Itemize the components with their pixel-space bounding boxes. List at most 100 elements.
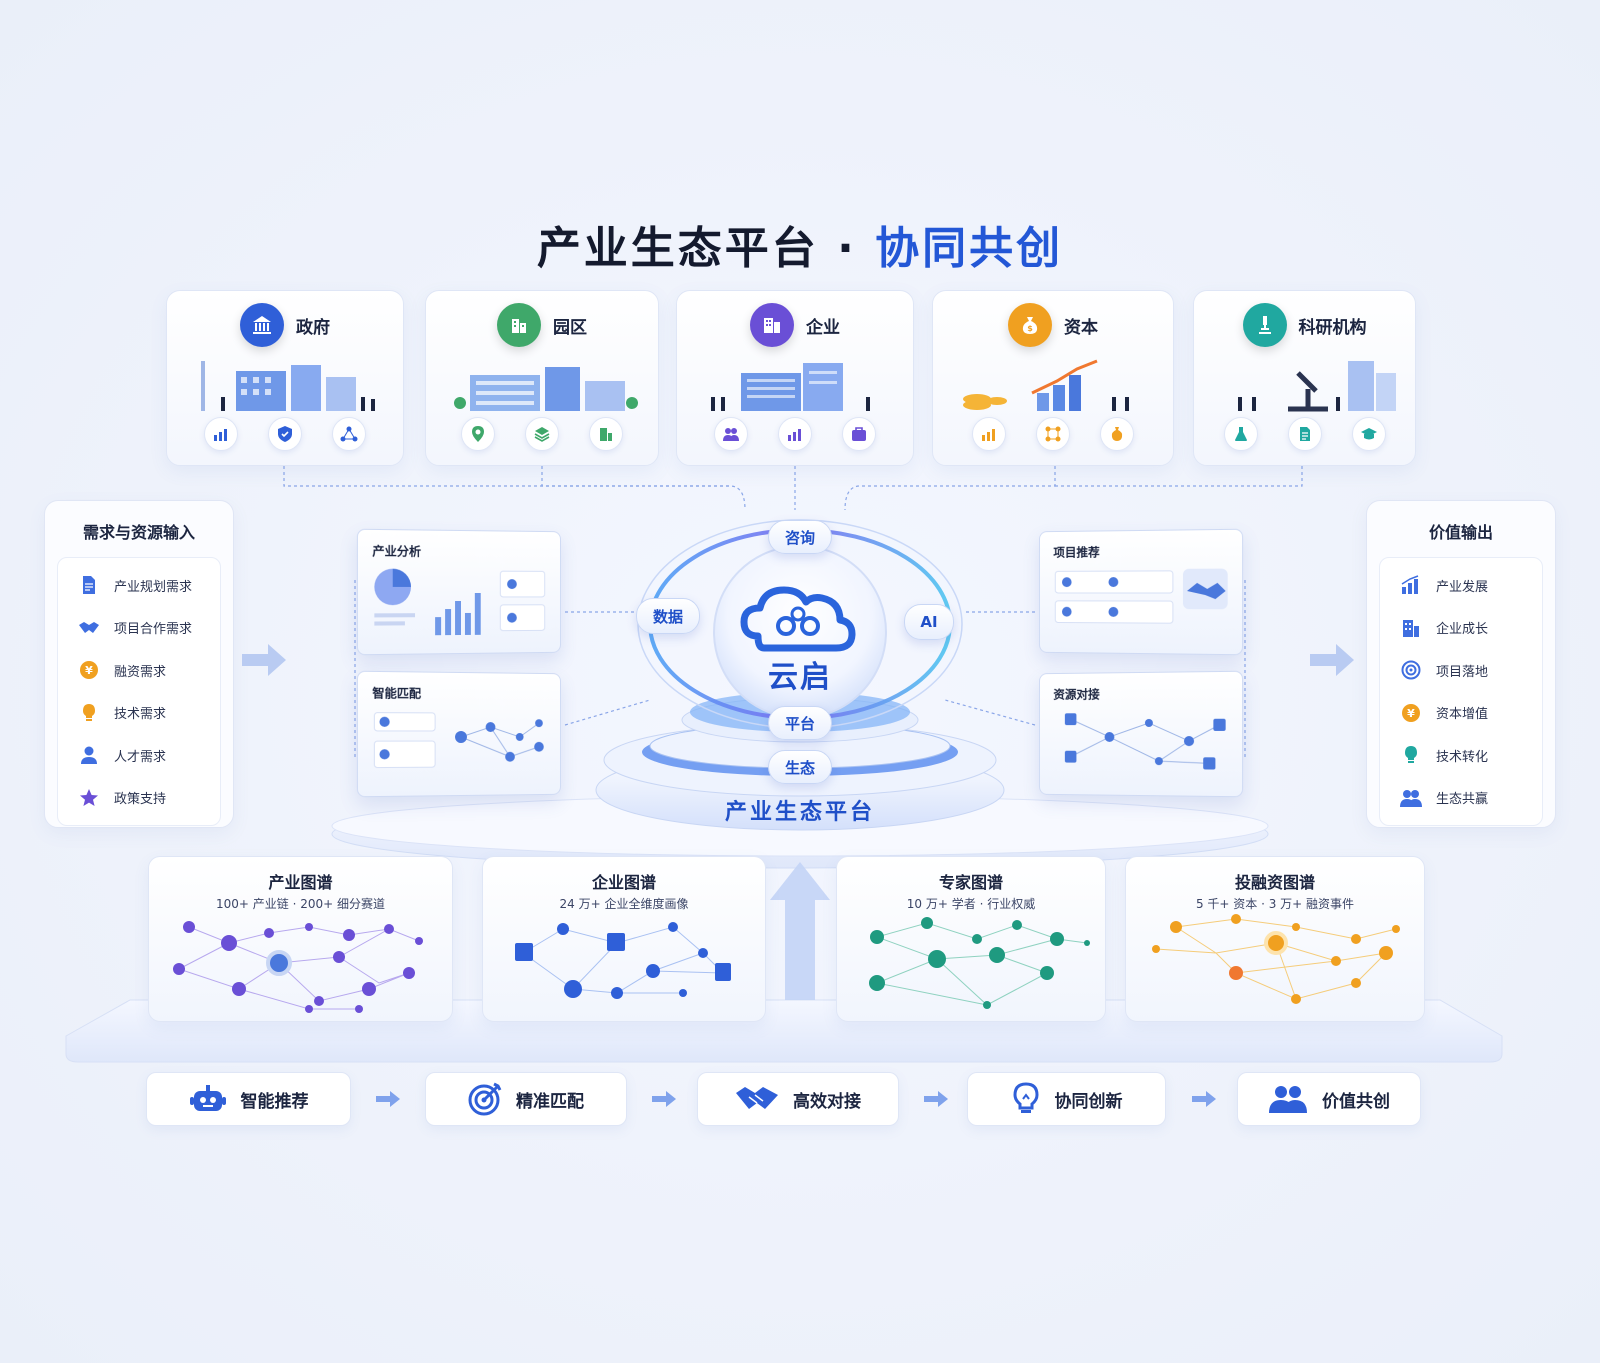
people-icon: [1400, 787, 1422, 809]
people-icon: [1269, 1086, 1307, 1113]
enterprise-building-icon: [750, 303, 794, 347]
dashboard-industry-analysis[interactable]: 产业分析: [356, 528, 561, 656]
handshake-icon: [78, 617, 100, 639]
expert-graph-network: [869, 917, 1090, 1009]
list-item[interactable]: 政策支持: [58, 777, 220, 820]
enterprise-graph-network: [515, 922, 731, 999]
location-pin-icon: [461, 417, 495, 451]
growth-chart-icon: [1400, 574, 1422, 596]
document-icon: [1287, 417, 1322, 451]
stakeholder-card-capital[interactable]: $ 资本: [932, 290, 1174, 466]
list-item[interactable]: 人才需求: [58, 734, 220, 777]
list-item[interactable]: 项目落地: [1380, 649, 1542, 692]
pill-ai[interactable]: AI: [904, 604, 954, 640]
flow-arrow-icon: [652, 1091, 676, 1107]
briefcase-icon: [842, 417, 876, 451]
star-icon: [78, 787, 100, 809]
input-panel: 需求与资源输入 产业规划需求 项目合作需求 ¥融资需求 技术需求 人才需求 政策…: [44, 500, 234, 828]
output-flow-arrow-icon: [1310, 644, 1354, 676]
microscope-icon: [1242, 303, 1287, 347]
graph-card-investment[interactable]: 投融资图谱 5 千+ 资本 · 3 万+ 融资事件: [1125, 856, 1425, 1022]
growth-chart-icon: [204, 417, 238, 451]
money-bag-icon: $: [1008, 303, 1052, 347]
svg-text:¥: ¥: [85, 664, 93, 677]
growth-chart-icon: [778, 417, 812, 451]
page-title: 产业生态平台 · 协同共创: [0, 212, 1600, 276]
matching-network: [370, 707, 544, 788]
government-scene-illustration: [201, 361, 375, 411]
layers-icon: [525, 417, 559, 451]
flow-step-connect[interactable]: 高效对接: [697, 1072, 899, 1126]
person-icon: [78, 744, 100, 766]
dashboard-project-recommendation[interactable]: 项目推荐: [1039, 528, 1244, 656]
list-item[interactable]: 技术需求: [58, 692, 220, 735]
money-bag-icon: [1100, 417, 1134, 451]
stakeholder-card-enterprise[interactable]: 企业: [676, 290, 914, 466]
building-icon: [1400, 617, 1422, 639]
pill-platform[interactable]: 平台: [768, 706, 832, 740]
cloud-logo-icon: [740, 586, 856, 652]
building-icon: [589, 417, 623, 451]
research-scene-illustration: [1238, 361, 1396, 412]
enterprise-scene-illustration: [711, 363, 870, 411]
industry-graph-network: [173, 921, 423, 1013]
document-icon: [78, 574, 100, 596]
svg-text:$: $: [1027, 324, 1033, 333]
docking-network: [1064, 713, 1226, 770]
stakeholder-card-government[interactable]: 政府: [166, 290, 404, 466]
stakeholder-name: 科研机构: [1298, 317, 1367, 338]
center-brand: 云启: [768, 660, 832, 695]
flow-arrow-icon: [376, 1091, 400, 1107]
lightbulb-icon: [1012, 1082, 1039, 1113]
flow-step-match[interactable]: 精准匹配: [425, 1072, 627, 1126]
flow-step-recommend[interactable]: 智能推荐: [146, 1072, 351, 1126]
dashboard-smart-matching[interactable]: 智能匹配: [356, 670, 561, 798]
flow-step-innovate[interactable]: 协同创新: [967, 1072, 1166, 1126]
list-item[interactable]: 项目合作需求: [58, 607, 220, 650]
pill-data[interactable]: 数据: [636, 598, 700, 634]
nodes-icon: [1036, 417, 1070, 451]
target-icon: [468, 1082, 502, 1116]
platform-label: 产业生态平台: [724, 800, 875, 825]
handshake-icon: [736, 1087, 778, 1109]
stakeholder-name: 企业: [806, 317, 840, 338]
input-panel-title: 需求与资源输入: [82, 523, 195, 542]
list-item[interactable]: ¥融资需求: [58, 649, 220, 692]
output-list: 产业发展 企业成长 项目落地 ¥资本增值 技术转化 生态共赢: [1379, 557, 1543, 826]
title-accent: 协同共创: [875, 223, 1064, 274]
graph-card-expert[interactable]: 专家图谱 10 万+ 学者 · 行业权威: [836, 856, 1106, 1022]
title-main: 产业生态平台 ·: [536, 223, 876, 274]
investment-graph-network: [1152, 914, 1400, 1004]
list-item[interactable]: ¥资本增值: [1380, 692, 1542, 735]
dashboard-resource-docking[interactable]: 资源对接: [1039, 670, 1244, 798]
lightbulb-icon: [78, 702, 100, 724]
stakeholder-name: 园区: [553, 317, 587, 338]
stakeholder-name: 政府: [296, 317, 330, 338]
stakeholder-card-park[interactable]: 园区: [425, 290, 659, 466]
graduation-cap-icon: [1351, 417, 1386, 451]
people-icon: [714, 417, 748, 451]
lightbulb-icon: [1400, 744, 1422, 766]
analysis-charts: [374, 568, 550, 636]
government-building-icon: [240, 303, 284, 347]
flow-arrow-icon: [1192, 1091, 1216, 1107]
target-icon: [1400, 659, 1422, 681]
list-item[interactable]: 技术转化: [1380, 734, 1542, 777]
list-item[interactable]: 产业发展: [1380, 564, 1542, 607]
graph-card-enterprise[interactable]: 企业图谱 24 万+ 企业全维度画像: [482, 856, 766, 1022]
list-item[interactable]: 生态共赢: [1380, 777, 1542, 820]
output-panel: 价值输出 产业发展 企业成长 项目落地 ¥资本增值 技术转化 生态共赢: [1366, 500, 1556, 828]
list-item[interactable]: 企业成长: [1380, 607, 1542, 650]
input-flow-arrow-icon: [242, 644, 286, 676]
stakeholder-card-research[interactable]: 科研机构: [1193, 290, 1416, 466]
flow-step-cocreate[interactable]: 价值共创: [1237, 1072, 1421, 1126]
list-item[interactable]: 产业规划需求: [58, 564, 220, 607]
flow-arrow-icon: [924, 1091, 948, 1107]
shield-check-icon: [268, 417, 302, 451]
park-scene-illustration: [454, 367, 638, 411]
pill-ecology[interactable]: 生态: [768, 750, 832, 784]
output-panel-title: 价值输出: [1428, 523, 1493, 542]
growth-chart-icon: [972, 417, 1006, 451]
pill-consulting[interactable]: 咨询: [768, 520, 832, 554]
graph-card-industry[interactable]: 产业图谱 100+ 产业链 · 200+ 细分赛道: [148, 856, 453, 1022]
